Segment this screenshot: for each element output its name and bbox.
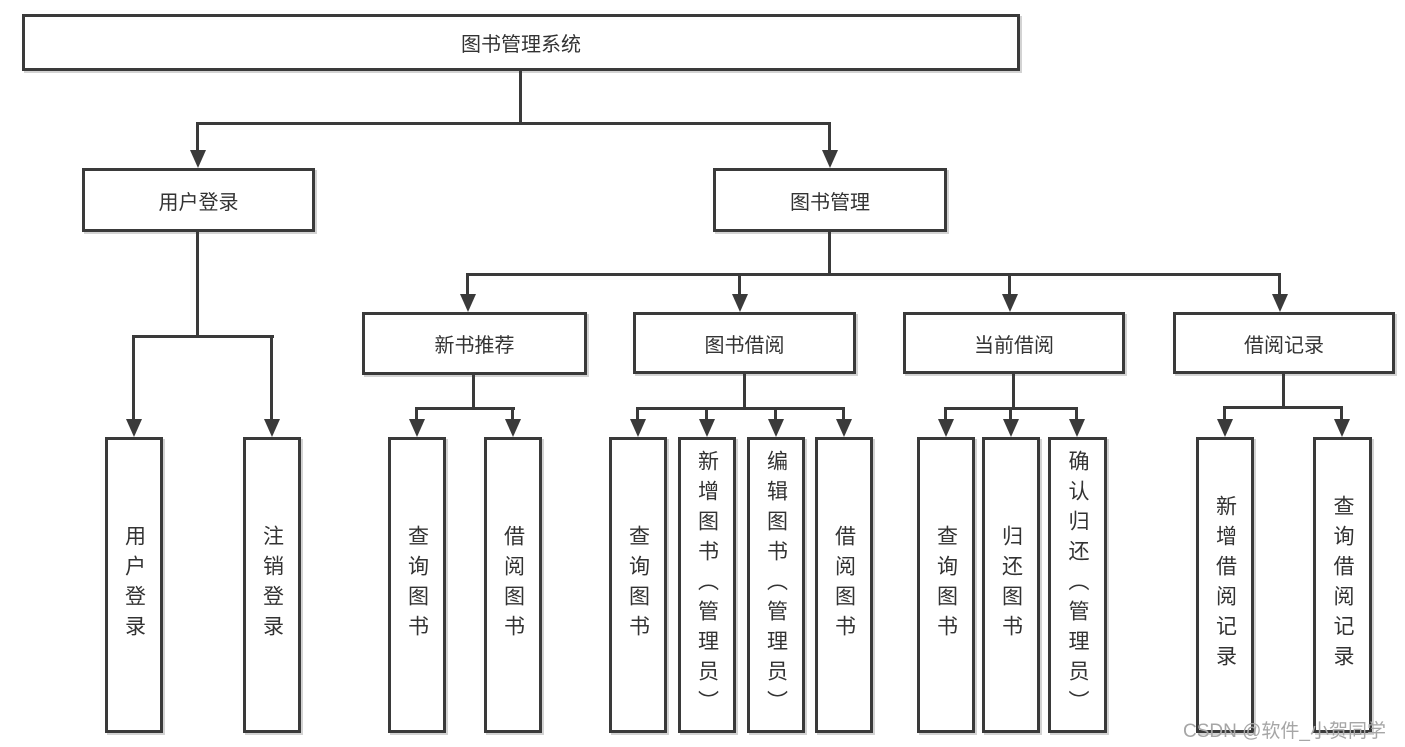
leaf-confirm-return-admin-label: 确认归还（管理员）: [1066, 450, 1089, 720]
node-book-management: 图书管理: [713, 168, 947, 232]
leaf-user-login: 用户登录: [105, 437, 163, 733]
leaf-borrow-books-borrowing-label: 借阅图书: [832, 525, 856, 645]
connector-arrow: [132, 335, 135, 419]
connector-arrow: [270, 335, 273, 419]
leaf-return-books: 归还图书: [982, 437, 1040, 733]
node-book-borrowing: 图书借阅: [633, 312, 856, 374]
leaf-borrow-books-borrowing: 借阅图书: [815, 437, 873, 733]
node-borrowing-records-label: 借阅记录: [1244, 334, 1324, 357]
leaf-user-login-label: 用户登录: [122, 525, 146, 645]
connector-arrow: [738, 273, 741, 294]
connector-arrow: [196, 122, 199, 150]
connector-arrow: [842, 407, 845, 419]
connector-line: [466, 273, 1281, 276]
leaf-borrow-books-newbooks: 借阅图书: [484, 437, 542, 733]
connector-arrow: [1278, 273, 1281, 294]
connector-arrow: [1008, 273, 1011, 294]
node-library-system-label: 图书管理系统: [461, 34, 581, 56]
node-new-book-recommend: 新书推荐: [362, 312, 587, 375]
node-current-borrowing-label: 当前借阅: [974, 334, 1054, 357]
connector-line: [415, 407, 515, 410]
connector-line: [1012, 374, 1015, 410]
connector-line: [196, 232, 199, 338]
connector-arrow: [1009, 407, 1012, 419]
connector-arrow: [944, 407, 947, 419]
node-book-management-label: 图书管理: [790, 191, 870, 214]
connector-line: [743, 374, 746, 410]
connector-line: [636, 407, 845, 410]
connector-line: [828, 232, 831, 276]
leaf-logout: 注销登录: [243, 437, 301, 733]
connector-line: [1282, 374, 1285, 409]
leaf-confirm-return-admin: 确认归还（管理员）: [1048, 437, 1107, 733]
leaf-query-books-borrowing: 查询图书: [609, 437, 667, 733]
leaf-logout-label: 注销登录: [260, 525, 284, 645]
connector-line: [472, 375, 475, 410]
leaf-edit-books-admin: 编辑图书（管理员）: [747, 437, 805, 733]
connector-arrow: [1340, 406, 1343, 419]
connector-line: [197, 122, 831, 125]
connector-arrow: [415, 407, 418, 419]
node-user-login-label: 用户登录: [158, 191, 239, 214]
leaf-query-books-newbooks-label: 查询图书: [405, 525, 429, 645]
leaf-query-books-borrowing-label: 查询图书: [626, 525, 650, 645]
leaf-add-borrow-record: 新增借阅记录: [1196, 437, 1254, 733]
connector-arrow: [828, 122, 831, 150]
node-borrowing-records: 借阅记录: [1173, 312, 1395, 374]
connector-line: [519, 71, 522, 123]
watermark-text: CSDN @软件_小贺同学: [1183, 721, 1386, 742]
connector-line: [1223, 406, 1343, 409]
connector-arrow: [705, 407, 708, 419]
node-new-book-recommend-label: 新书推荐: [434, 335, 515, 357]
node-book-borrowing-label: 图书借阅: [704, 334, 785, 357]
connector-arrow: [774, 407, 777, 419]
leaf-query-borrow-record: 查询借阅记录: [1313, 437, 1372, 733]
connector-arrow: [636, 407, 639, 419]
node-user-login: 用户登录: [82, 168, 315, 232]
node-library-system: 图书管理系统: [22, 14, 1020, 71]
node-current-borrowing: 当前借阅: [903, 312, 1125, 374]
connector-arrow: [1223, 406, 1226, 419]
connector-arrow: [511, 407, 514, 419]
leaf-add-books-admin: 新增图书（管理员）: [678, 437, 736, 733]
connector-line: [132, 335, 274, 338]
leaf-query-books-current: 查询图书: [917, 437, 975, 733]
leaf-return-books-label: 归还图书: [999, 525, 1023, 645]
leaf-query-books-newbooks: 查询图书: [388, 437, 446, 733]
leaf-edit-books-admin-label: 编辑图书（管理员）: [764, 450, 788, 720]
leaf-borrow-books-newbooks-label: 借阅图书: [501, 525, 525, 645]
leaf-query-books-current-label: 查询图书: [934, 525, 958, 645]
leaf-add-books-admin-label: 新增图书（管理员）: [695, 450, 719, 720]
connector-arrow: [1075, 407, 1078, 419]
leaf-add-borrow-record-label: 新增借阅记录: [1213, 495, 1237, 675]
leaf-query-borrow-record-label: 查询借阅记录: [1331, 495, 1354, 675]
connector-arrow: [466, 273, 469, 294]
